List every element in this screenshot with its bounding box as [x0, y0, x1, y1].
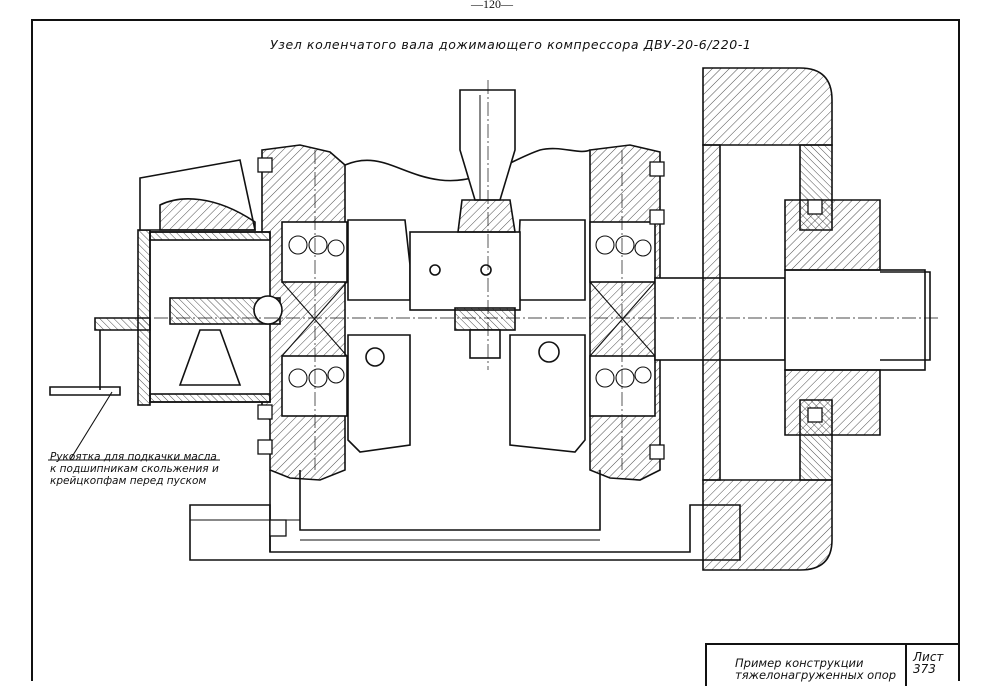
drawing-frame — [31, 19, 960, 681]
page-number: —120— — [471, 0, 513, 11]
handle-annotation: Рукоятка для подкачки масла к подшипника… — [50, 451, 219, 487]
sheet-label: Лист — [913, 650, 944, 664]
title-block-line-2: тяжелонагруженных опор — [735, 668, 897, 682]
title-block-description: Пример конструкции тяжелонагруженных опо… — [705, 643, 905, 686]
annotation-line-1: Рукоятка для подкачки масла — [50, 451, 217, 463]
drawing-title: Узел коленчатого вала дожимающего компре… — [270, 37, 752, 52]
sheet-number: 373 — [913, 662, 936, 676]
title-block-line-1: Пример конструкции — [735, 656, 864, 670]
title-block-sheet: Лист 373 — [905, 643, 960, 686]
annotation-line-2: к подшипникам скольжения и — [50, 463, 219, 475]
annotation-line-3: крейцкопфам перед пуском — [50, 475, 207, 487]
